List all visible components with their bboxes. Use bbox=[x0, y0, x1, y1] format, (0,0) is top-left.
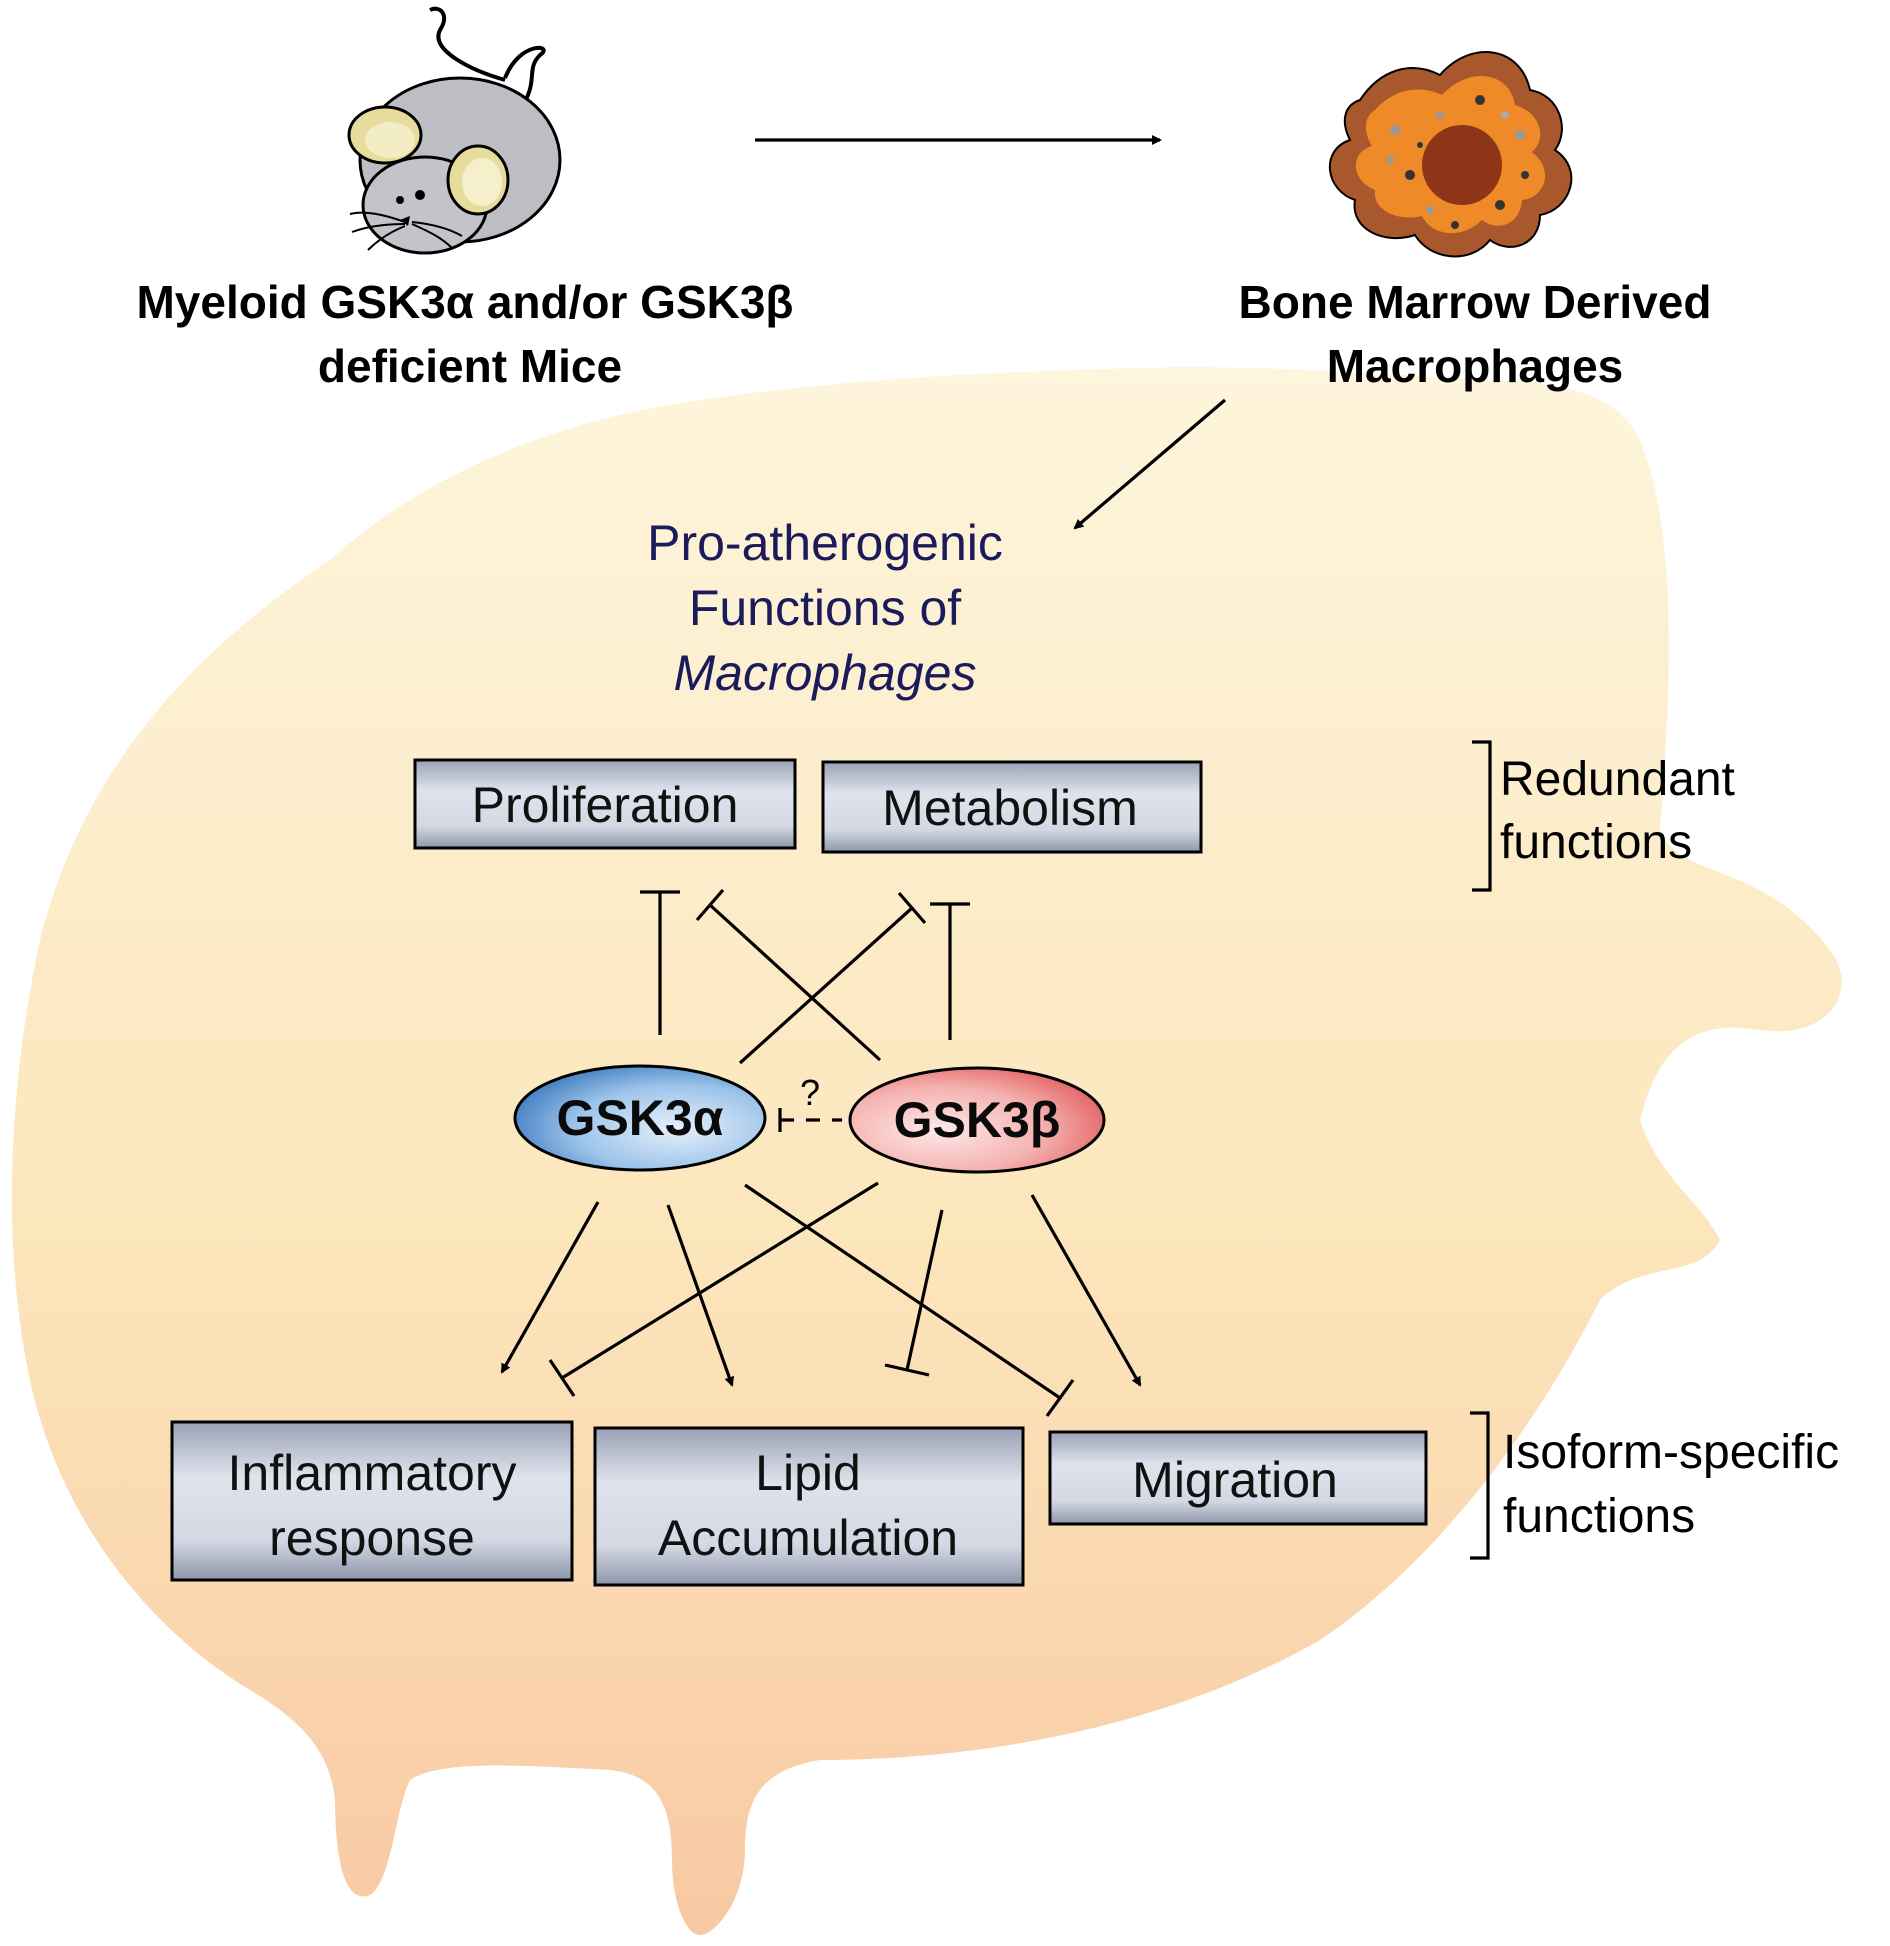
gsk3-alpha-label: GSK3α bbox=[557, 1090, 724, 1146]
gsk3-beta-node: GSK3β bbox=[848, 1066, 1106, 1174]
isoform-specific-bracket bbox=[1470, 1411, 1490, 1560]
isoform-specific-label-line1: Isoform-specific bbox=[1503, 1426, 1839, 1479]
inhibition-beta-to-metabolism bbox=[930, 902, 970, 1040]
metabolism-box: Metabolism bbox=[821, 760, 1203, 854]
arrow-alpha-to-inflammatory bbox=[500, 1201, 600, 1374]
redundant-label-line1: Redundant bbox=[1500, 753, 1735, 806]
inhibition-beta-to-proliferation bbox=[695, 888, 882, 1062]
inhibition-beta-to-lipid bbox=[884, 1209, 944, 1377]
isoform-cross-regulation-link: ? bbox=[778, 1072, 842, 1132]
mice-label-line1: Myeloid GSK3α and/or GSK3β bbox=[136, 276, 793, 328]
inflammatory-label-line1: Inflammatory bbox=[228, 1445, 517, 1501]
arrow-beta-to-migration bbox=[1030, 1194, 1142, 1387]
lipid-label-line1: Lipid bbox=[755, 1445, 861, 1501]
inhibition-alpha-to-proliferation bbox=[640, 890, 680, 1035]
migration-box: Migration bbox=[1048, 1430, 1428, 1526]
functions-title-line1: Pro-atherogenic bbox=[647, 515, 1003, 571]
mouse-icon bbox=[347, 6, 562, 255]
lipid-label-line2: Accumulation bbox=[658, 1510, 958, 1566]
redundant-bracket bbox=[1472, 740, 1492, 892]
inhibition-alpha-to-metabolism bbox=[738, 891, 927, 1065]
bmdm-label-line2: Macrophages bbox=[1327, 340, 1624, 392]
lipid-accumulation-box: Lipid Accumulation bbox=[593, 1426, 1025, 1587]
proliferation-box: Proliferation bbox=[413, 758, 797, 850]
question-mark: ? bbox=[800, 1072, 820, 1113]
gsk3-beta-label: GSK3β bbox=[894, 1092, 1061, 1148]
isoform-specific-label-line2: functions bbox=[1503, 1490, 1695, 1543]
inflammatory-label-line2: response bbox=[269, 1510, 475, 1566]
inflammatory-response-box: Inflammatory response bbox=[170, 1420, 574, 1582]
arrow-macrophages-to-functions bbox=[1073, 398, 1227, 530]
proliferation-label: Proliferation bbox=[472, 777, 739, 833]
metabolism-label: Metabolism bbox=[882, 780, 1138, 836]
migration-label: Migration bbox=[1132, 1452, 1338, 1508]
inhibition-alpha-to-migration bbox=[744, 1183, 1075, 1417]
functions-title-line3: Macrophages bbox=[674, 645, 977, 701]
gsk3-alpha-node: GSK3α bbox=[513, 1064, 767, 1172]
functions-title-line2: Functions of bbox=[689, 580, 961, 636]
arrow-alpha-to-lipid bbox=[666, 1204, 735, 1387]
inhibition-beta-to-inflammatory bbox=[548, 1181, 879, 1397]
bmdm-label-line1: Bone Marrow Derived bbox=[1239, 276, 1712, 328]
redundant-label-line2: functions bbox=[1500, 816, 1692, 869]
macrophage-cell-icon bbox=[1328, 51, 1573, 258]
mice-label-line2: deficient Mice bbox=[318, 340, 622, 392]
